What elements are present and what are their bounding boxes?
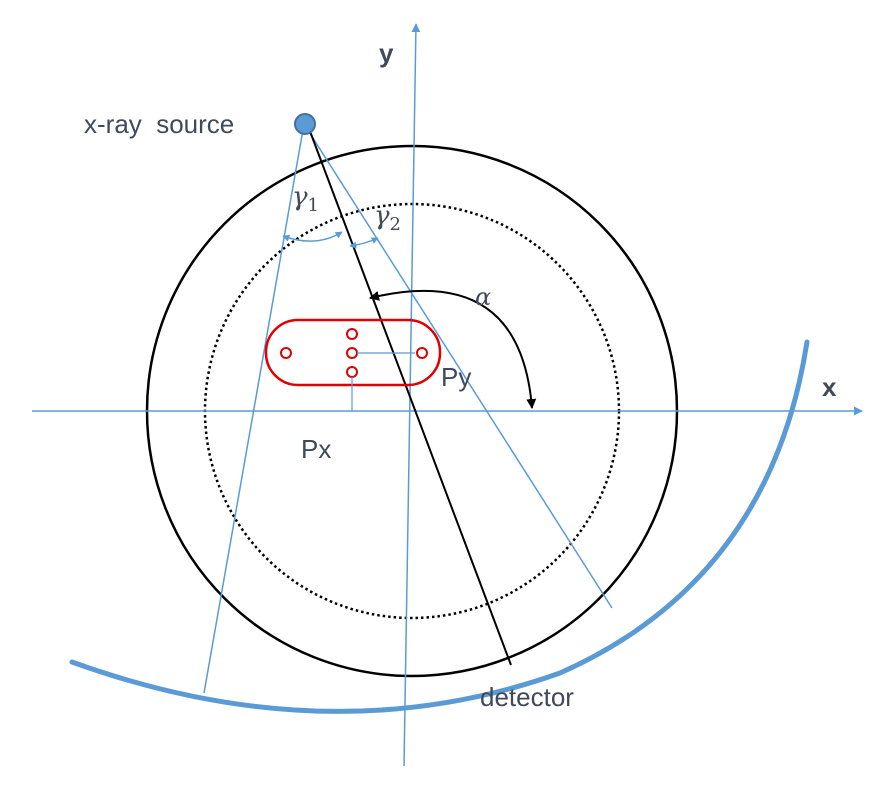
hole-right — [416, 347, 428, 359]
detector-arc — [69, 339, 810, 714]
gamma1-arc — [282, 231, 343, 242]
phantom-object — [264, 318, 442, 387]
gamma2-arc — [349, 237, 379, 249]
hole-middle — [346, 347, 358, 359]
px-label: Px — [301, 434, 331, 464]
hole-left — [280, 347, 292, 359]
alpha-label: α — [475, 283, 491, 311]
detector-label: detector — [480, 682, 574, 712]
py-label: Py — [441, 362, 471, 392]
source-label: x-ray source — [84, 109, 234, 139]
hole-top — [346, 328, 358, 340]
central-ray — [307, 125, 512, 666]
gamma2-label: γ2 — [374, 201, 401, 235]
gamma1-label: γ1 — [292, 182, 319, 216]
xray-source-dot — [294, 113, 316, 135]
fan-ray-left — [203, 123, 305, 694]
x-axis-label: x — [822, 372, 837, 402]
y-axis-label: y — [379, 38, 394, 68]
alpha-arc — [369, 289, 537, 409]
hole-bottom — [346, 366, 358, 378]
